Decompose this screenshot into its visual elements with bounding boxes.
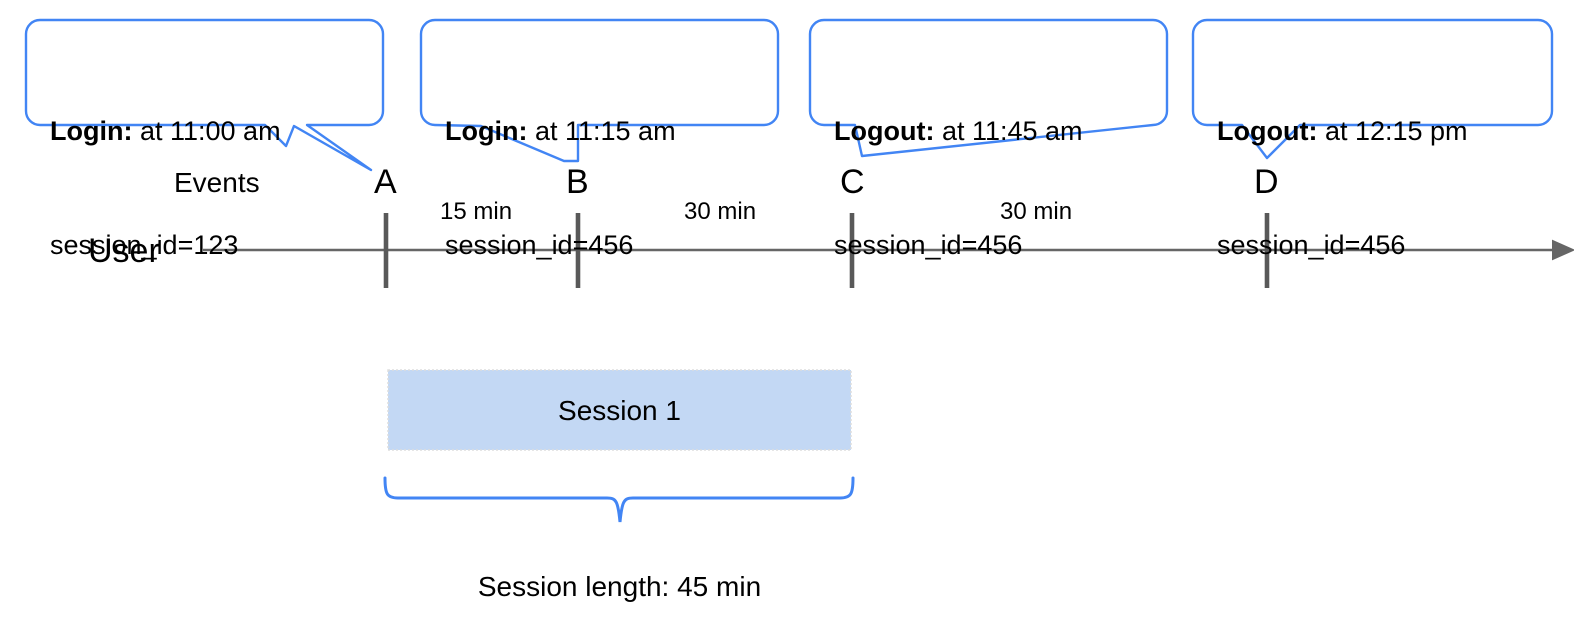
callout-d-shape — [1191, 18, 1554, 160]
callout-d-text: Logout: at 12:15 pm session_id=456 — [1217, 36, 1552, 340]
callout-d-bold: Logout: — [1217, 116, 1318, 146]
callout-c-rest: at 11:45 am — [934, 116, 1083, 146]
tick-label-d: D — [1254, 163, 1279, 201]
callout-c-shape — [808, 18, 1169, 158]
session-bar-label: Session 1 — [558, 395, 681, 426]
gap-label-cd: 30 min — [1000, 198, 1073, 225]
callout-c-text: Logout: at 11:45 am session_id=456 — [834, 36, 1164, 340]
callout-a-line2: session_id=123 — [50, 230, 239, 260]
callout-b-rest: at 11:15 am — [527, 116, 676, 146]
callout-a-text: Login: at 11:00 am session_id=123 — [50, 36, 375, 340]
tick-label-a: A — [374, 163, 397, 201]
gap-label-bc: 30 min — [684, 198, 757, 225]
callout-b-shape — [419, 18, 780, 163]
callout-d-rest: at 12:15 pm — [1317, 116, 1468, 146]
callout-a-rest: at 11:00 am — [132, 116, 281, 146]
callout-b-bold: Login: — [445, 116, 528, 146]
callout-b-line2: session_id=456 — [445, 230, 634, 260]
callout-a-bold: Login: — [50, 116, 133, 146]
tick-label-c: C — [840, 163, 865, 201]
tick-label-b: B — [566, 163, 589, 201]
row-label-user: User — [88, 232, 160, 270]
callout-a-shape — [24, 18, 385, 172]
callout-d-line2: session_id=456 — [1217, 230, 1406, 260]
callout-c-bold: Logout: — [834, 116, 935, 146]
session-length-label: Session length: 45 min — [477, 571, 762, 602]
callout-b-text: Login: at 11:15 am session_id=456 — [445, 36, 770, 340]
callout-c-line2: session_id=456 — [834, 230, 1023, 260]
session-bar — [387, 369, 852, 451]
gap-label-ab: 15 min — [440, 198, 513, 225]
events-label: Events — [174, 167, 260, 198]
session-brace — [383, 476, 855, 523]
